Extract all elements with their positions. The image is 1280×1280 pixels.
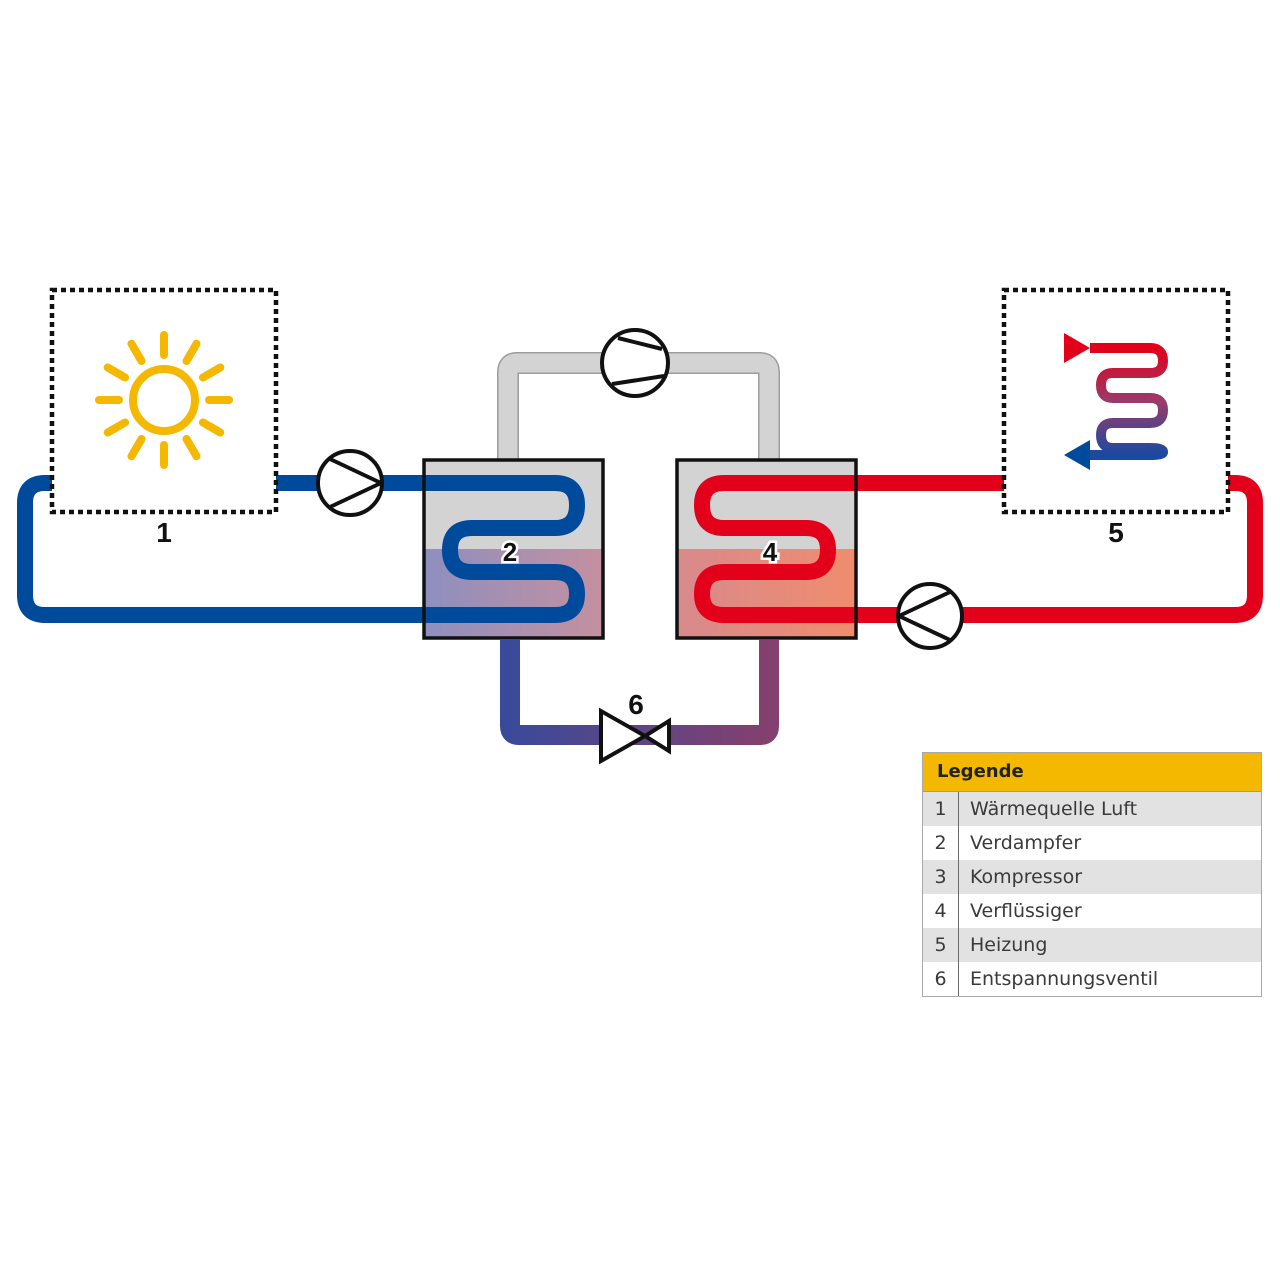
pump-icon [316, 449, 384, 517]
evaporator-label: 2 [503, 537, 517, 567]
legend-row: 4 Verflüssiger [923, 894, 1261, 928]
sun-ray [182, 434, 201, 461]
legend-label: Heizung [970, 934, 1048, 956]
sun-ray [103, 418, 130, 437]
sun-ray [127, 434, 146, 461]
legend-num: 3 [923, 860, 959, 894]
legend-label: Wärmequelle Luft [970, 798, 1138, 820]
legend-row: 5 Heizung [923, 928, 1261, 962]
source-label: 1 [156, 517, 172, 548]
heating-loop-pipe [840, 475, 1263, 623]
legend-num: 2 [923, 826, 959, 860]
legend-row: 1 Wärmequelle Luft [923, 792, 1261, 826]
legend-label: Verflüssiger [970, 900, 1082, 922]
legend-row: 6 Entspannungsventil [923, 962, 1261, 996]
legend-num: 4 [923, 894, 959, 928]
compressor-icon [600, 328, 670, 398]
legend-label: Entspannungsventil [970, 968, 1159, 990]
sun-icon [95, 331, 233, 469]
expansion-valve-icon: 6 [599, 689, 671, 765]
sun-ray [182, 339, 201, 366]
legend-title: Legende [923, 753, 1261, 792]
legend-label: Verdampfer [970, 832, 1082, 854]
sun-ray [127, 339, 146, 366]
condenser-label: 4 [763, 537, 778, 567]
evaporator: 2 [422, 458, 605, 640]
sun-ray [198, 363, 225, 382]
heating-label: 5 [1108, 517, 1124, 548]
legend-num: 1 [923, 792, 959, 826]
legend-rows: 1 Wärmequelle Luft 2 Verdampfer 3 Kompre… [923, 792, 1261, 996]
legend-row: 2 Verdampfer [923, 826, 1261, 860]
heat-source-air: 1 [49, 287, 279, 548]
legend-num: 5 [923, 928, 959, 962]
legend-table: Legende 1 Wärmequelle Luft 2 Verdampfer … [922, 752, 1262, 997]
valve-line [500, 640, 779, 745]
pump-icon [896, 582, 964, 650]
legend-label: Kompressor [970, 866, 1083, 888]
valve-label: 6 [628, 689, 644, 720]
heating: 5 [1001, 287, 1231, 548]
legend-num: 6 [923, 962, 959, 996]
sun-ray [103, 363, 130, 382]
sun-ray [198, 418, 225, 437]
condenser: 4 [675, 458, 858, 640]
radiator-coil-icon [1064, 333, 1169, 470]
legend-row: 3 Kompressor [923, 860, 1261, 894]
